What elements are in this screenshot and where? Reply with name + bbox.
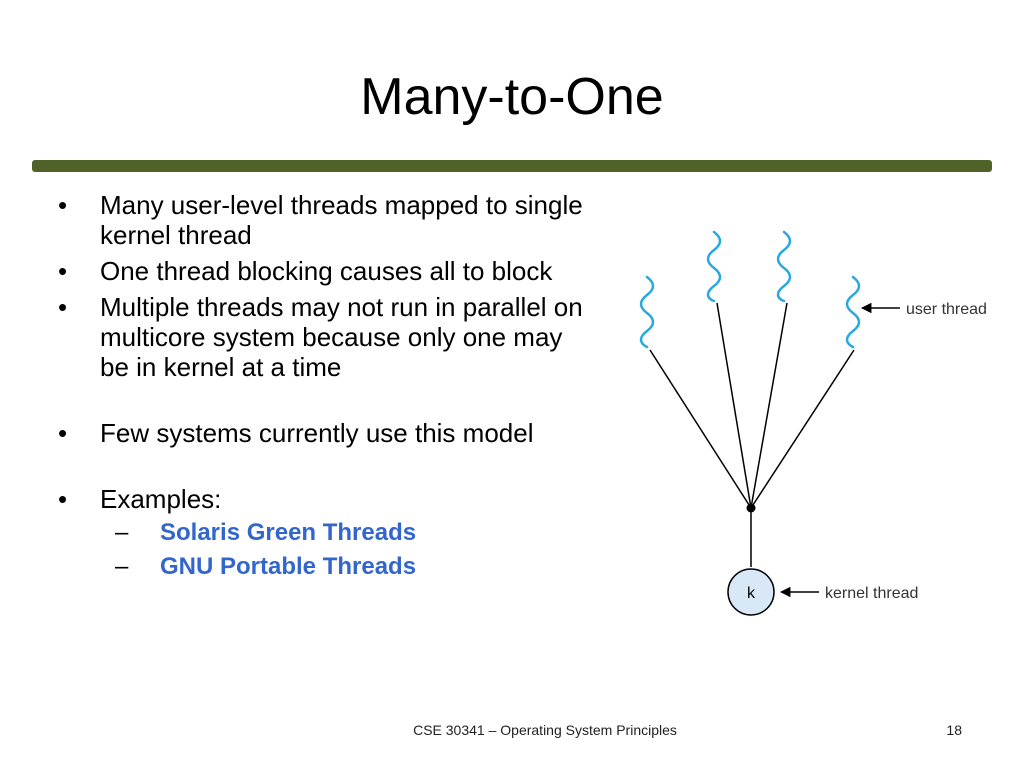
kernel-thread-label: kernel thread (825, 585, 918, 602)
user-thread-wave-icon (706, 230, 722, 303)
bullet-mark: • (58, 190, 68, 220)
bullet-mark: • (58, 418, 68, 448)
thread-connector-line (750, 302, 788, 509)
page-number: 18 (946, 722, 962, 738)
dash-mark: – (115, 553, 129, 580)
bullet-text: Many user-level threads mapped to single… (100, 190, 583, 250)
bullet-item: • Many user-level threads mapped to sing… (58, 190, 588, 250)
slide-title: Many-to-One (360, 68, 664, 126)
user-thread-label: user thread (906, 301, 987, 318)
bullet-text: One thread blocking causes all to block (100, 256, 553, 286)
bullet-text: Multiple threads may not run in parallel… (100, 292, 583, 382)
kernel-thread-node (727, 568, 775, 616)
examples-list: – Solaris Green Threads – GNU Portable T… (100, 518, 588, 582)
bullet-text: Examples: (100, 484, 222, 514)
example-item: – Solaris Green Threads (115, 518, 588, 548)
dash-mark: – (115, 519, 129, 546)
example-item: – GNU Portable Threads (115, 552, 588, 582)
bullet-item: • One thread blocking causes all to bloc… (58, 256, 588, 286)
bullet-list: • Many user-level threads mapped to sing… (58, 190, 588, 588)
footer-course: CSE 30341 – Operating System Principles (413, 722, 677, 738)
user-thread-wave-icon (845, 275, 861, 349)
bullet-mark: • (58, 292, 68, 322)
thread-connector-line (716, 302, 752, 509)
bullet-item: • Examples: – Solaris Green Threads – GN… (58, 484, 588, 582)
bullet-mark: • (58, 484, 68, 514)
kernel-node-label: k (747, 585, 756, 602)
thread-connector-line (750, 349, 855, 509)
bullet-item: • Few systems currently use this model (58, 418, 588, 448)
many-to-one-diagram: k user thread kernel thread (639, 230, 987, 616)
user-thread-wave-icon (776, 230, 792, 303)
thread-connector-line (649, 349, 752, 509)
title-divider (32, 160, 992, 172)
bullet-item: • Multiple threads may not run in parall… (58, 292, 588, 382)
example-text: Solaris Green Threads (160, 519, 417, 546)
bullet-mark: • (58, 256, 68, 286)
bullet-text: Few systems currently use this model (100, 418, 534, 448)
example-text: GNU Portable Threads (160, 553, 417, 580)
user-thread-wave-icon (639, 275, 655, 349)
